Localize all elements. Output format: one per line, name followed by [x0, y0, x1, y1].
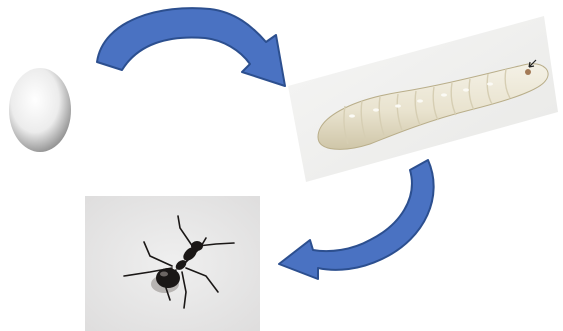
- curved-arrow-icon: [279, 160, 434, 279]
- adult-stage: [85, 196, 260, 331]
- larva-stage: [288, 16, 558, 182]
- curved-arrow-icon: [97, 8, 285, 86]
- egg-stage: [9, 68, 71, 152]
- arrow-egg-to-larva: [97, 8, 285, 86]
- adult-photo: [85, 196, 260, 331]
- arrow-larva-to-adult: [279, 160, 434, 279]
- egg-icon: [9, 68, 71, 152]
